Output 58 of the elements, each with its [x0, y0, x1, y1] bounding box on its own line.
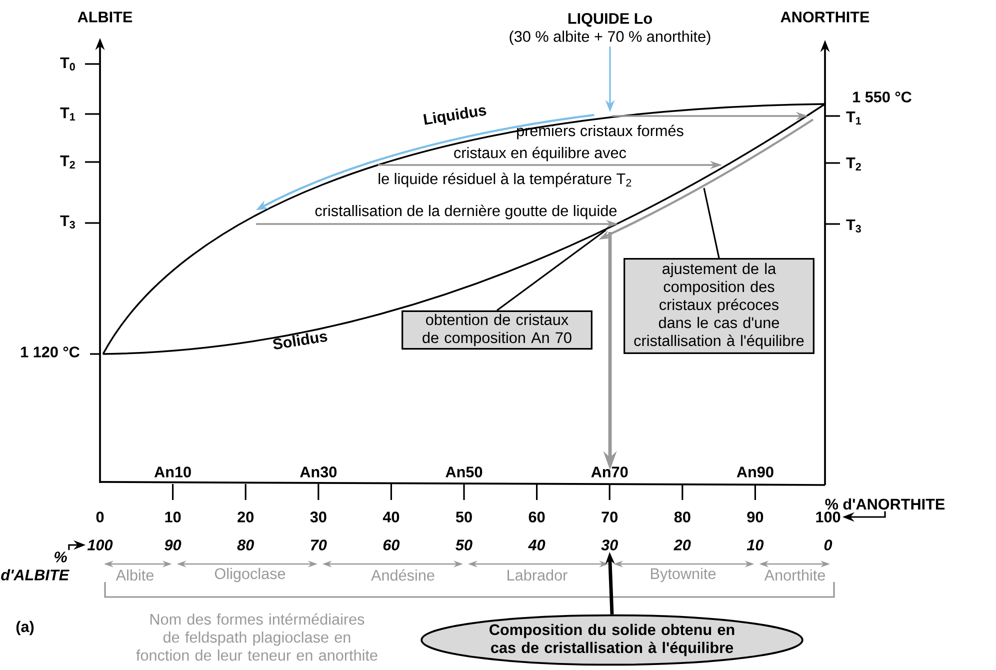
tick-label: 60	[383, 540, 400, 550]
tick-label: 50	[456, 540, 472, 550]
axis-title: ALBITE	[78, 12, 132, 22]
mineral-name: Anorthite	[764, 569, 825, 581]
tick-label: T$_{0}$	[60, 57, 75, 71]
tick-label: T$_{2}$	[846, 158, 861, 170]
tick-label: 20	[238, 512, 254, 522]
tick-label: 80	[674, 512, 690, 522]
composition-label: An70	[591, 466, 628, 478]
tick-label: 40	[382, 512, 400, 522]
tick-label: T$_{1}$	[60, 108, 76, 120]
tick-label: 10	[746, 540, 764, 550]
mineral-name: Oligoclase	[214, 568, 286, 582]
tick-label: 60	[528, 512, 545, 522]
temperature-label: 1 120 °C	[21, 346, 80, 358]
tick-label: 90	[747, 512, 764, 522]
tick-label: 100	[87, 540, 113, 550]
tick-label: 100	[816, 512, 840, 522]
composition-label: An90	[736, 466, 774, 478]
tick-label: 0	[96, 512, 104, 522]
leader-line	[703, 188, 720, 258]
annotation-text: cristaux en équilibre avec	[454, 146, 626, 162]
caption-text: Nom des formes intérmédiaires de feldspath plagioclase en fonction de leur teneur en anorthite	[136, 613, 378, 661]
composition-label: An10	[154, 466, 191, 478]
tick-label: 30	[601, 540, 618, 550]
axis-title: % d'ALBITE	[1, 552, 70, 580]
temperature-label: 1 550 °C	[853, 92, 912, 102]
mineral-name: Labrador	[508, 569, 568, 581]
tick-label: T$_{3}$	[846, 219, 861, 233]
tick-label: 70	[310, 540, 327, 550]
tick-label: 70	[602, 512, 618, 522]
tick-label: 20	[674, 540, 691, 550]
tick-label: 0	[824, 540, 832, 550]
tick-label: 40	[528, 540, 546, 550]
mineral-name: Bytownite	[651, 568, 716, 582]
axis-title: ANORTHITE	[780, 12, 870, 22]
callout-box: ajustement de la composition des cristaux précoces dans le cas d'une cristallisation à l'équilibre	[624, 258, 814, 354]
mineral-name: Andésine	[371, 569, 434, 581]
curve-label: Solidus	[273, 333, 328, 350]
tick-label: 10	[165, 512, 181, 522]
mineral-name: Albite	[116, 569, 154, 581]
tick-label: 50	[456, 512, 472, 522]
leader-line	[496, 229, 606, 312]
axis-title: % d'ANORTHITE	[825, 498, 945, 510]
curve-label: Liquidus	[423, 106, 486, 125]
panel-label: (a)	[16, 620, 34, 636]
annotation-text: le liquide résiduel à la température T$_{2}$	[378, 172, 632, 188]
callout-box: obtention de cristaux de composition An 70	[402, 310, 592, 350]
tick-label: 90	[164, 540, 182, 550]
composition-label: An50	[446, 466, 482, 478]
tick-label: T$_{2}$	[60, 156, 75, 168]
tick-label: T$_{3}$	[60, 215, 75, 229]
heading-text: LIQUIDE Lo (30 % albite + 70 % anorthite)	[510, 13, 710, 45]
tick-label: 80	[237, 540, 254, 550]
annotation-text: cristallisation de la dernière goutte de liquide	[315, 204, 617, 220]
composition-label: An30	[300, 466, 337, 478]
tick-label: T$_{1}$	[846, 112, 862, 124]
tick-label: 30	[310, 512, 326, 522]
